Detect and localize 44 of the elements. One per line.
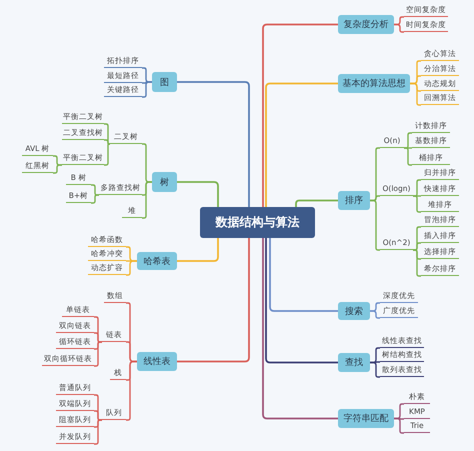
branch-line — [91, 184, 99, 196]
branch-line — [394, 24, 404, 33]
topic-box: 树 — [152, 172, 177, 192]
branch-line — [265, 82, 338, 207]
topic-box: 图 — [152, 72, 177, 92]
branch-line — [370, 310, 380, 319]
branch-line — [94, 419, 102, 445]
branch-line — [126, 260, 137, 276]
topic-box: 搜索 — [338, 302, 370, 320]
branch-line — [177, 181, 219, 207]
branch-line — [394, 418, 404, 434]
branch-line — [413, 249, 421, 277]
branch-line — [94, 341, 102, 367]
branch-line — [91, 194, 99, 204]
branch-line — [94, 410, 102, 421]
branch-line — [413, 179, 421, 197]
branch-line — [177, 238, 250, 362]
topic-box: 线性表 — [137, 352, 177, 371]
topic-box: 排序 — [338, 191, 370, 210]
branch-line — [404, 132, 412, 149]
central-topic-box: 数据结构与算法 — [200, 207, 315, 238]
branch-line — [177, 81, 250, 207]
topic-box: 哈希表 — [137, 252, 177, 270]
branch-line — [53, 164, 62, 174]
branch-line — [404, 147, 412, 166]
branch-line — [295, 200, 338, 207]
branch-line — [53, 155, 62, 166]
branch-line — [262, 24, 338, 207]
topic-box: 基本的算法思想 — [338, 74, 410, 93]
branch-line — [104, 139, 110, 145]
branch-line — [413, 242, 421, 251]
branch-line — [104, 143, 110, 166]
branch-line — [142, 81, 152, 98]
topic-box: 字符串匹配 — [338, 409, 394, 428]
branch-line — [94, 332, 102, 343]
topic-box: 查找 — [338, 353, 370, 372]
branch-line — [262, 238, 338, 420]
branch-line — [370, 362, 380, 378]
branch-line — [410, 82, 421, 106]
branch-line — [265, 238, 338, 364]
branch-line — [269, 238, 338, 312]
branch-line — [177, 238, 219, 262]
topic-box: 复杂度分析 — [338, 15, 394, 34]
branch-line — [413, 195, 421, 213]
